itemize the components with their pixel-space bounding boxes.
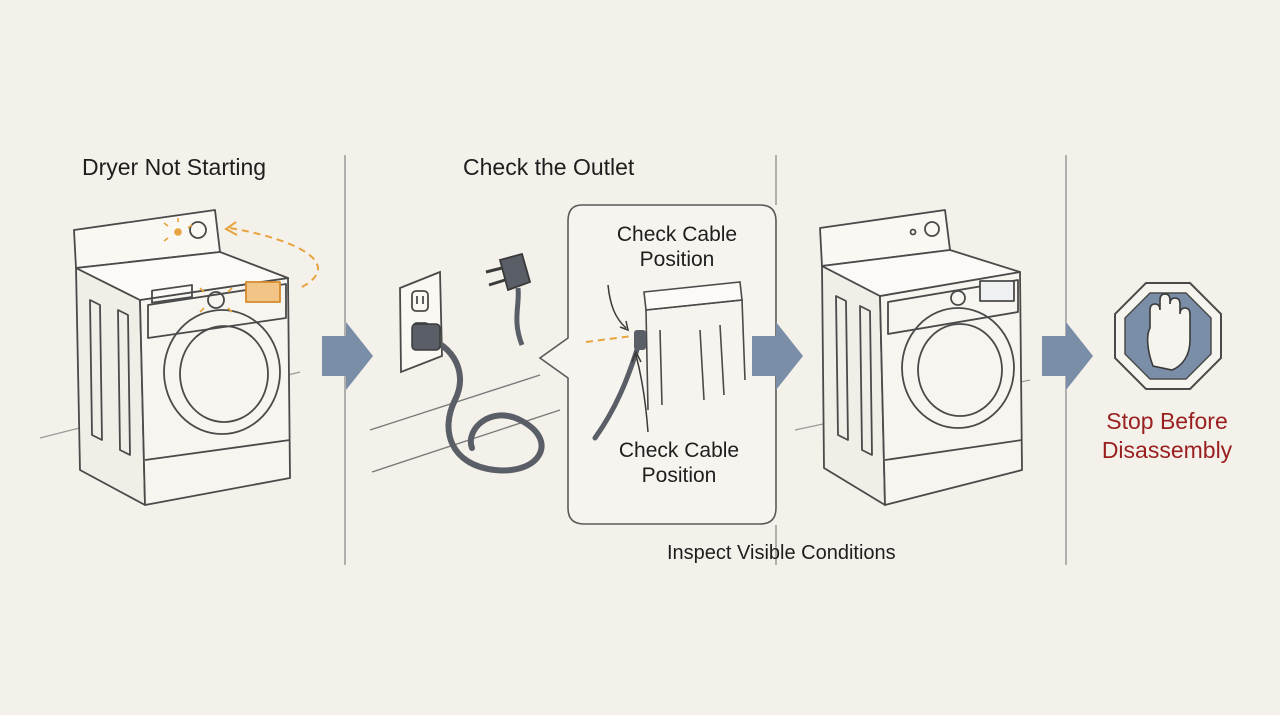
dryer-icon [39, 209, 301, 506]
outlet-icon [399, 270, 443, 374]
dryer-icon [794, 209, 1031, 506]
step2-title: Check the Outlet [463, 154, 635, 180]
plug-icon [485, 252, 532, 346]
callout-top-line2: Position [639, 248, 715, 271]
final-line2: Disassembly [1101, 437, 1233, 463]
arrow-right-icon [752, 322, 803, 390]
callout-bubble [538, 204, 777, 525]
hand-stop-icon [1114, 282, 1222, 390]
step1-title: Dryer Not Starting [82, 154, 267, 180]
callout-bottom-line1: Check Cable [618, 439, 740, 462]
warning-light-icon [163, 218, 233, 313]
callout-bottom-label: Check Cable Position [594, 438, 764, 488]
final-line1: Stop Before [1106, 408, 1228, 434]
callout-bottom-line2: Position [641, 464, 717, 487]
caption: Inspect Visible Conditions [667, 542, 896, 564]
callout-top-line1: Check Cable [616, 223, 738, 246]
final-step-label: Stop Before Disassembly [1067, 407, 1267, 465]
callout-top-label: Check Cable Position [592, 222, 762, 272]
arrow-right-icon [1042, 322, 1093, 390]
attention-arrow [229, 227, 320, 289]
arrow-right-icon [322, 322, 373, 390]
power-cord-icon [413, 332, 545, 474]
